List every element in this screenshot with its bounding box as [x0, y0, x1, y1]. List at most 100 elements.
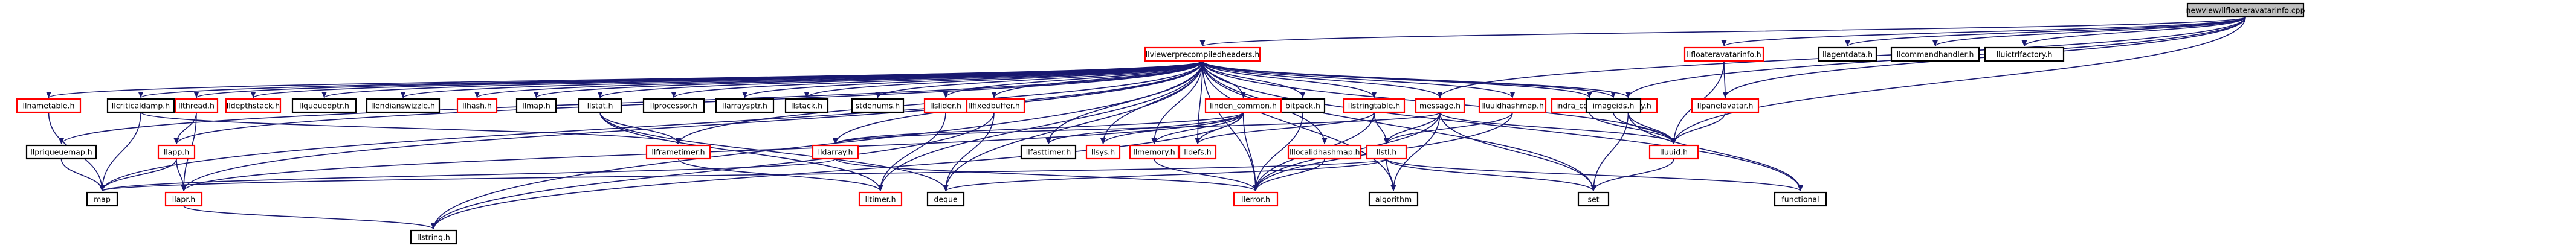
edge-llviewerprecompiledheaders-to-llprocessor	[671, 60, 1203, 98]
edge-llstl-to-map	[100, 158, 1387, 192]
node-deque[interactable]: deque	[926, 191, 965, 207]
node-map[interactable]: map	[86, 191, 118, 207]
node-llviewerprecompiledheaders[interactable]: llviewerprecompiledheaders.h	[1144, 46, 1261, 62]
node-label-llprocessor: llprocessor.h	[650, 101, 698, 110]
edge-llmemory-to-llerror	[1154, 158, 1259, 192]
node-llhash[interactable]: llhash.h	[456, 98, 498, 113]
edge-message-to-lldarray	[833, 112, 1441, 145]
node-box-llfasttimer	[1020, 144, 1077, 160]
node-box-llhash	[456, 98, 498, 113]
node-box-llmemory	[1129, 144, 1180, 160]
node-label-llpriqueuemap: llpriqueuemap.h	[30, 148, 92, 157]
node-llfloateravatarinfo[interactable]: llfloateravatarinfo.h	[1683, 46, 1764, 62]
edge-llviewerprecompiledheaders-to-lldefs	[1195, 60, 1203, 145]
edge-llinventory-to-set	[1590, 112, 1629, 192]
node-box-message	[1415, 98, 1465, 113]
node-label-lldefs: lldefs.h	[1184, 148, 1211, 157]
node-llendianswizzle[interactable]: llendianswizzle.h	[366, 98, 441, 113]
node-box-llpriqueuemap	[25, 144, 97, 160]
node-label-llcommandhandler: llcommandhandler.h	[1897, 50, 1974, 59]
node-message[interactable]: message.h	[1415, 98, 1465, 113]
node-stdenums[interactable]: stdenums.h	[851, 98, 905, 113]
node-llpriqueuemap[interactable]: llpriqueuemap.h	[25, 144, 97, 160]
node-lllocalidhashmap[interactable]: lllocalidhashmap.h	[1287, 144, 1362, 160]
node-llmap[interactable]: llmap.h	[515, 98, 557, 113]
node-algorithm[interactable]: algorithm	[1368, 191, 1419, 207]
node-label-imageids: imageids.h	[1593, 101, 1635, 110]
node-lldefs[interactable]: lldefs.h	[1178, 144, 1217, 160]
node-llqueuedthread[interactable]: llqueuedptr.h	[291, 98, 357, 113]
node-box-llmap	[515, 98, 557, 113]
edge-layer	[46, 16, 2246, 230]
node-label-lluuidhashmap: lluuidhashmap.h	[1481, 101, 1544, 110]
node-box-llstring	[410, 229, 457, 245]
node-box-llarraysptr	[715, 98, 775, 113]
edge-llviewerprecompiledheaders-to-llstringtable	[1202, 60, 1377, 98]
node-label-functional: functional	[1781, 195, 1819, 204]
node-llapr[interactable]: llapr.h	[164, 191, 203, 207]
node-box-llcommandhandler	[1890, 46, 1980, 62]
node-imageids[interactable]: imageids.h	[1585, 98, 1642, 113]
node-box-imageids	[1585, 98, 1642, 113]
node-label-llstringtable: llstringtable.h	[1348, 101, 1400, 110]
node-llapp[interactable]: llapp.h	[157, 144, 196, 160]
node-label-llnametable: llnametable.h	[23, 101, 75, 110]
node-box-llapr	[164, 191, 203, 207]
node-label-llmap: llmap.h	[522, 101, 550, 110]
node-llstring[interactable]: llstring.h	[410, 229, 457, 245]
node-llfixedbuffer[interactable]: llfixedbuffer.h	[963, 98, 1025, 113]
node-llprocessor[interactable]: llprocessor.h	[642, 98, 705, 113]
edge-bitpack-to-llerror	[1253, 112, 1303, 192]
node-box-llframetimer	[645, 144, 711, 160]
edge-llfixedbuffer-to-llstring	[431, 112, 995, 230]
edge-message-to-lluuid	[1439, 112, 1677, 145]
node-label-message: message.h	[1419, 101, 1461, 110]
node-lldepthstack[interactable]: lldepthstack.h	[225, 98, 282, 113]
edge-llstringtable-to-lldefs	[1195, 112, 1375, 145]
node-llcriticaldamp[interactable]: llcriticaldamp.h	[106, 98, 175, 113]
node-label-llslider: llslider.h	[930, 101, 961, 110]
edge-root-to-llagentdata	[1845, 16, 2246, 47]
node-functional[interactable]: functional	[1774, 191, 1827, 207]
node-lluictrlfactory[interactable]: lluictrlfactory.h	[1984, 46, 2065, 62]
node-llerror[interactable]: llerror.h	[1233, 191, 1279, 207]
node-llsys[interactable]: llsys.h	[1085, 144, 1121, 160]
node-llstl[interactable]: llstl.h	[1366, 144, 1407, 160]
node-label-set: set	[1587, 195, 1599, 204]
node-llslider[interactable]: llslider.h	[923, 98, 968, 113]
node-llpanelavatar[interactable]: llpanelavatar.h	[1691, 98, 1760, 113]
node-set[interactable]: set	[1577, 191, 1610, 207]
node-lldarray[interactable]: lldarray.h	[812, 144, 859, 160]
edge-linden_common-to-llstring	[431, 112, 1244, 230]
node-llagentdata[interactable]: llagentdata.h	[1818, 46, 1877, 62]
edge-llviewerprecompiledheaders-to-llnametable	[46, 60, 1203, 98]
node-llarraysptr[interactable]: llarraysptr.h	[715, 98, 775, 113]
node-llfasttimer[interactable]: llfasttimer.h	[1020, 144, 1077, 160]
node-linden_common[interactable]: linden_common.h	[1204, 98, 1282, 113]
node-box-llprocessor	[642, 98, 705, 113]
node-label-llerror: llerror.h	[1241, 195, 1270, 204]
edge-llviewerprecompiledheaders-to-llmemory	[1151, 60, 1203, 145]
node-label-map: map	[94, 195, 111, 204]
node-bitpack[interactable]: bitpack.h	[1280, 98, 1326, 113]
node-lluuidhashmap[interactable]: lluuidhashmap.h	[1478, 98, 1547, 113]
node-label-llcriticaldamp: llcriticaldamp.h	[112, 101, 170, 110]
node-llnametable[interactable]: llnametable.h	[16, 98, 82, 113]
edge-lllocalidhashmap-to-llerror	[1253, 158, 1325, 192]
node-label-llfloateravatarinfo: llfloateravatarinfo.h	[1687, 50, 1761, 59]
node-llmemory[interactable]: llmemory.h	[1129, 144, 1180, 160]
node-box-llcriticaldamp	[106, 98, 175, 113]
edge-llviewerprecompiledheaders-to-llapr	[181, 60, 1203, 192]
node-lltimer[interactable]: lltimer.h	[858, 191, 903, 207]
edge-llstl-to-set	[1386, 158, 1596, 192]
edge-llviewerprecompiledheaders-to-stdenums	[875, 60, 1203, 98]
node-llstringtable[interactable]: llstringtable.h	[1343, 98, 1406, 113]
node-llstack[interactable]: llstack.h	[784, 98, 829, 113]
node-llframetimer[interactable]: llframetimer.h	[645, 144, 711, 160]
node-llstat[interactable]: llstat.h	[578, 98, 622, 113]
node-lluuid[interactable]: lluuid.h	[1648, 144, 1699, 160]
node-llthread[interactable]: llthread.h	[174, 98, 219, 113]
node-llcommandhandler[interactable]: llcommandhandler.h	[1890, 46, 1980, 62]
node-box-map	[86, 191, 118, 207]
node-label-llviewerprecompiledheaders: llviewerprecompiledheaders.h	[1146, 50, 1260, 59]
